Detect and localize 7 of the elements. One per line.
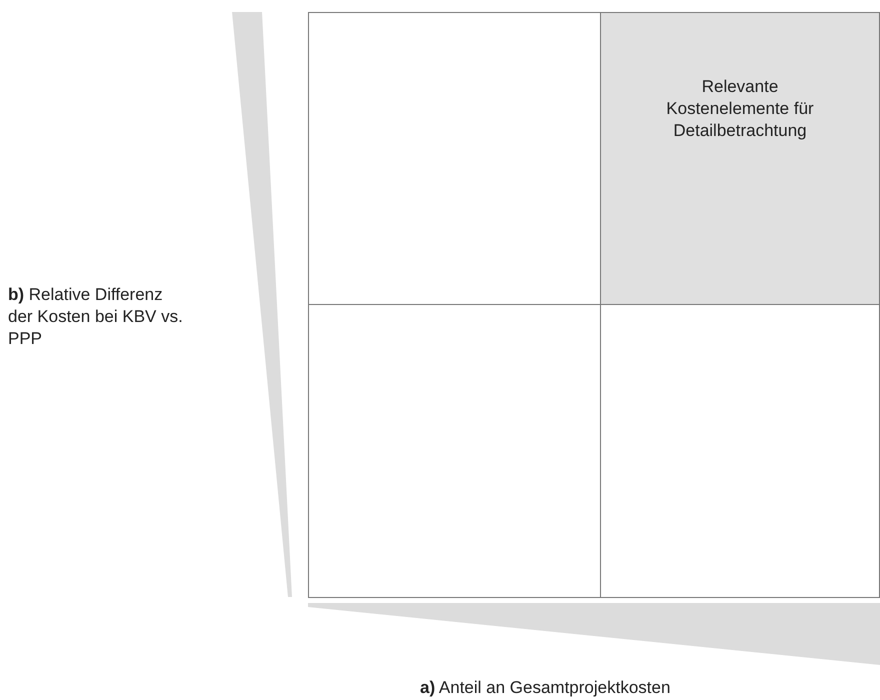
highlight-cell <box>600 12 880 305</box>
matrix-cell <box>308 12 601 305</box>
cell-text: Relevante Kostenelemente für Detailbetrachtung <box>665 76 815 142</box>
matrix-cell <box>308 304 601 598</box>
axis-label: a) Anteil an Gesamtprojektkosten <box>420 677 670 699</box>
axis-label: b) Relative Differenz der Kosten bei KBV vs. PPP <box>8 284 184 350</box>
matrix-cell <box>600 304 880 598</box>
